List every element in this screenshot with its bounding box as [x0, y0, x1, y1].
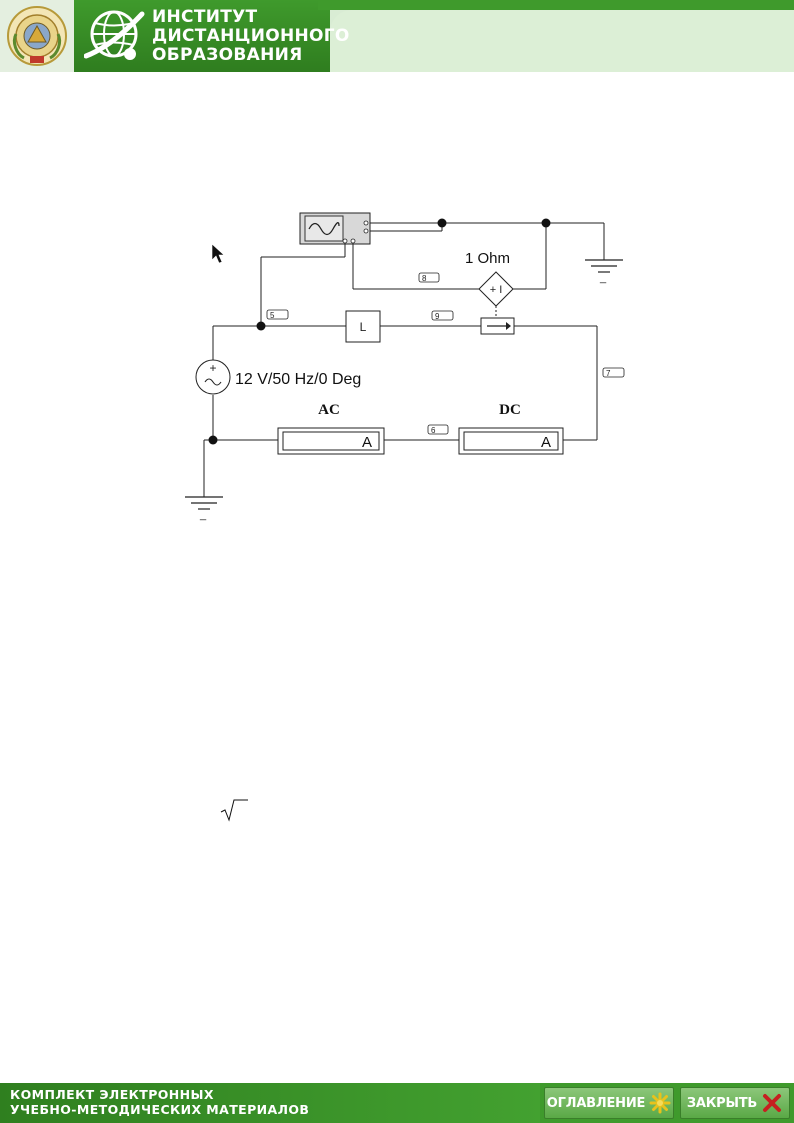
- close-icon: [763, 1094, 782, 1112]
- dependent-source-label: + I: [490, 284, 503, 296]
- dc-ammeter-title: DC: [499, 402, 521, 418]
- ground-right-minus: _: [599, 272, 607, 284]
- circuit-diagram: _ _ + I 1 Ohm L + 12 V/50 Hz/0 Deg A AC: [185, 212, 625, 822]
- star-icon: [649, 1092, 671, 1114]
- current-sensor[interactable]: [480, 317, 515, 335]
- square-root-icon: [220, 799, 248, 822]
- junction-dot: [437, 218, 447, 228]
- ground-left-icon: [185, 496, 223, 510]
- dependent-source[interactable]: + I: [478, 271, 514, 307]
- table-of-contents-button[interactable]: ОГЛАВЛЕНИЕ: [544, 1087, 674, 1119]
- node-tag-5-label: 5: [270, 311, 275, 320]
- dc-ammeter-unit: A: [541, 434, 551, 451]
- node-tag-7-label: 7: [606, 369, 611, 378]
- institute-title: ИНСТИТУТ ДИСТАНЦИОННОГО ОБРАЗОВАНИЯ: [152, 8, 350, 65]
- ac-voltage-source[interactable]: +: [195, 359, 231, 395]
- institute-title-line-2: ДИСТАНЦИОННОГО: [152, 26, 350, 46]
- globe-icon: [83, 6, 146, 71]
- footer-title-block: [0, 1083, 540, 1123]
- node-tag-6-label: 6: [431, 426, 436, 435]
- ac-ammeter-title: AC: [318, 402, 340, 418]
- institute-title-line-1: ИНСТИТУТ: [152, 7, 258, 27]
- node-tag-9-label: 9: [435, 312, 440, 321]
- junction-dot: [208, 435, 218, 445]
- header-top-strip: [318, 0, 794, 10]
- junction-dot: [541, 218, 551, 228]
- kit-title-line-2: УЧЕБНО-МЕТОДИЧЕСКИХ МАТЕРИАЛОВ: [10, 1102, 310, 1117]
- node-tag-6: 6: [427, 424, 449, 435]
- node-tag-7: 7: [602, 367, 625, 378]
- close-label: ЗАКРЫТЬ: [686, 1095, 758, 1111]
- inductor[interactable]: L: [345, 310, 381, 343]
- source-label: 12 V/50 Hz/0 Deg: [235, 371, 361, 388]
- mouse-cursor-icon: [211, 243, 225, 264]
- kit-title: КОМПЛЕКТ ЭЛЕКТРОННЫХ УЧЕБНО-МЕТОДИЧЕСКИХ…: [10, 1087, 309, 1117]
- junction-dot: [256, 321, 266, 331]
- node-tag-8-label: 8: [422, 274, 427, 283]
- node-tag-5: 5: [266, 309, 289, 320]
- university-emblem-icon: [0, 0, 74, 72]
- junction-dots: [208, 218, 551, 445]
- close-button[interactable]: ЗАКРЫТЬ: [680, 1087, 790, 1119]
- source-plus-sign: +: [209, 361, 216, 375]
- ac-ammeter[interactable]: A: [277, 427, 385, 455]
- institute-title-line-3: ОБРАЗОВАНИЯ: [152, 45, 303, 65]
- resistor-label: 1 Ohm: [465, 250, 510, 267]
- page-header: ИНСТИТУТ ДИСТАНЦИОННОГО ОБРАЗОВАНИЯ: [0, 0, 794, 72]
- oscilloscope[interactable]: [299, 212, 371, 245]
- inductor-label: L: [360, 320, 367, 334]
- dc-ammeter[interactable]: A: [458, 427, 564, 455]
- ground-right-icon: [585, 259, 623, 273]
- header-light-panel: [330, 10, 794, 72]
- table-of-contents-label: ОГЛАВЛЕНИЕ: [546, 1095, 646, 1111]
- kit-title-line-1: КОМПЛЕКТ ЭЛЕКТРОННЫХ: [10, 1087, 214, 1102]
- ac-ammeter-unit: A: [362, 434, 372, 451]
- page-footer: КОМПЛЕКТ ЭЛЕКТРОННЫХ УЧЕБНО-МЕТОДИЧЕСКИХ…: [0, 1083, 794, 1123]
- node-tag-9: 9: [431, 310, 454, 321]
- ground-left-minus: _: [199, 509, 207, 521]
- circuit-wires: [203, 222, 605, 497]
- node-tag-8: 8: [418, 272, 440, 283]
